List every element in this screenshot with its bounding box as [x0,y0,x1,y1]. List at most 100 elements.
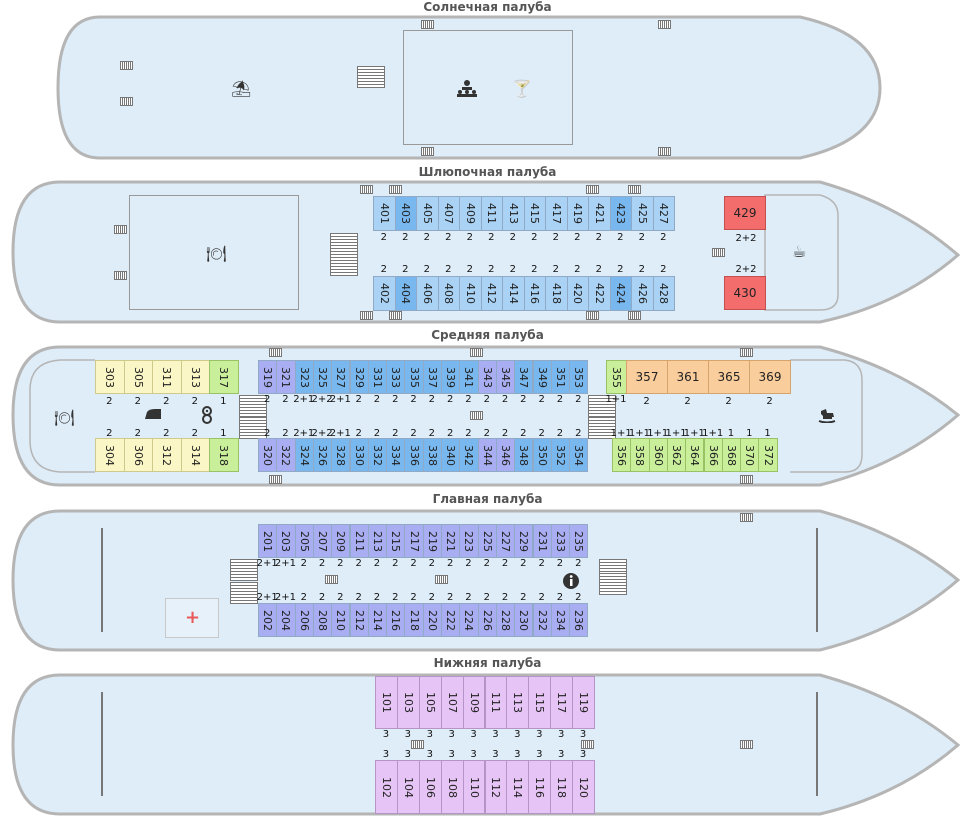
cabin-capacity: 2 [106,428,113,439]
staircase-icon [588,417,616,439]
cabin-suite-bottom[interactable]: 430 [724,276,766,310]
cabin-capacity: 2+1 [293,394,315,405]
cabin-101[interactable]: 101 [375,676,398,729]
cabin-capacity: 2 [282,394,289,405]
cabin-capacity: 2 [531,232,538,243]
cabin-capacity: 2 [263,428,271,439]
cabin-capacity: 2+1 [293,428,315,439]
cabin-106[interactable]: 106 [418,760,442,814]
cabin-number: 109 [467,692,481,713]
stairs-icon [114,225,127,234]
cabin-102[interactable]: 102 [375,760,398,814]
cabin-capacity: 2 [392,428,399,439]
cabin-capacity: 3 [448,749,455,760]
staircase-icon [357,66,385,88]
sun-lounge-area [403,30,573,145]
cabin-304[interactable]: 304 [95,438,125,472]
cabin-capacity: 2 [465,592,472,603]
cabin-number: 120 [577,776,591,798]
cabin-capacity: 2 [318,558,326,569]
cabin-115[interactable]: 115 [528,676,552,729]
cabin-capacity: 2 [595,264,602,275]
hull-boat [11,180,961,324]
stairs-icon [586,185,599,194]
cabin-117[interactable]: 117 [550,676,574,729]
cabin-110[interactable]: 110 [462,760,486,814]
cabin-capacity: 2 [684,396,691,407]
cabin-capacity: 2+1 [274,558,296,569]
cabin-428[interactable]: 428 [652,276,675,311]
cabin-372[interactable]: 372 [758,438,778,472]
cabin-capacity: 2 [531,264,538,275]
cabin-305[interactable]: 305 [123,360,153,394]
cabin-109[interactable]: 109 [462,676,486,729]
cabin-capacity: 2 [552,232,559,243]
cabin-235[interactable]: 235 [569,524,589,558]
cabin-capacity: 2 [520,592,527,603]
cabin-107[interactable]: 107 [440,676,464,729]
cabin-capacity: 2 [446,558,454,569]
stairs-icon [658,147,671,156]
cabin-capacity: 2 [428,558,436,569]
cabin-capacity: 2+2 [735,264,757,275]
cabin-number: 110 [467,776,481,798]
stairs-icon [269,348,282,357]
rocking-horse-icon [818,407,836,427]
cabin-108[interactable]: 108 [440,760,464,814]
cabin-103[interactable]: 103 [396,676,420,729]
cabin-118[interactable]: 118 [550,760,574,814]
cabin-303[interactable]: 303 [95,360,125,394]
cabin-306[interactable]: 306 [123,438,153,472]
cabin-236[interactable]: 236 [569,603,589,637]
cabin-number: 369 [758,370,782,384]
cabin-capacity: 2 [643,396,650,407]
cabin-365[interactable]: 365 [708,360,750,394]
restaurant-icon: 🍽 [206,244,227,263]
cabin-113[interactable]: 113 [506,676,530,729]
stairs-icon [411,740,424,749]
cabin-116[interactable]: 116 [528,760,552,814]
cabin-314[interactable]: 314 [180,438,210,472]
conference-icon [457,79,477,101]
cabin-313[interactable]: 313 [180,360,210,394]
stairs-icon [435,575,448,584]
cabin-104[interactable]: 104 [396,760,420,814]
cabin-capacity: 2+1 [274,592,296,603]
cabin-capacity: 2 [355,394,362,405]
cabin-capacity: 2 [538,394,545,405]
cabin-361[interactable]: 361 [667,360,709,394]
cabin-114[interactable]: 114 [506,760,530,814]
cabin-capacity: 2 [574,264,581,275]
cabin-312[interactable]: 312 [152,438,182,472]
cabin-capacity: 2 [574,232,581,243]
restaurant-icon: 🍽 [54,408,75,427]
cabin-number: 102 [379,776,393,798]
cabin-number: 114 [511,776,525,798]
cabin-capacity: 2+1 [329,394,351,405]
stairs-icon [740,740,753,749]
cabin-357[interactable]: 357 [626,360,668,394]
cabin-318[interactable]: 318 [209,438,239,472]
cabin-120[interactable]: 120 [572,760,595,814]
cabin-capacity: 2 [410,592,417,603]
cabin-119[interactable]: 119 [572,676,595,729]
cabin-354[interactable]: 354 [569,438,589,472]
stairs-icon [269,475,282,484]
cabin-112[interactable]: 112 [484,760,508,814]
cabin-317[interactable]: 317 [209,360,239,394]
cabin-427[interactable]: 427 [652,196,675,231]
cabin-353[interactable]: 353 [569,360,589,394]
cabin-105[interactable]: 105 [418,676,442,729]
cabin-capacity: 2 [483,428,490,439]
cabin-capacity: 2 [501,394,509,405]
cabin-suite-top[interactable]: 429 [724,196,766,230]
cabin-capacity: 2 [501,592,509,603]
cabin-111[interactable]: 111 [484,676,508,729]
cabin-369[interactable]: 369 [749,360,791,394]
cabin-capacity: 2 [423,232,430,243]
cabin-capacity: 1 [746,428,753,439]
cabin-number: 113 [511,692,525,713]
cabin-number: 104 [401,776,415,798]
cabin-capacity: 1+1 [665,428,687,439]
